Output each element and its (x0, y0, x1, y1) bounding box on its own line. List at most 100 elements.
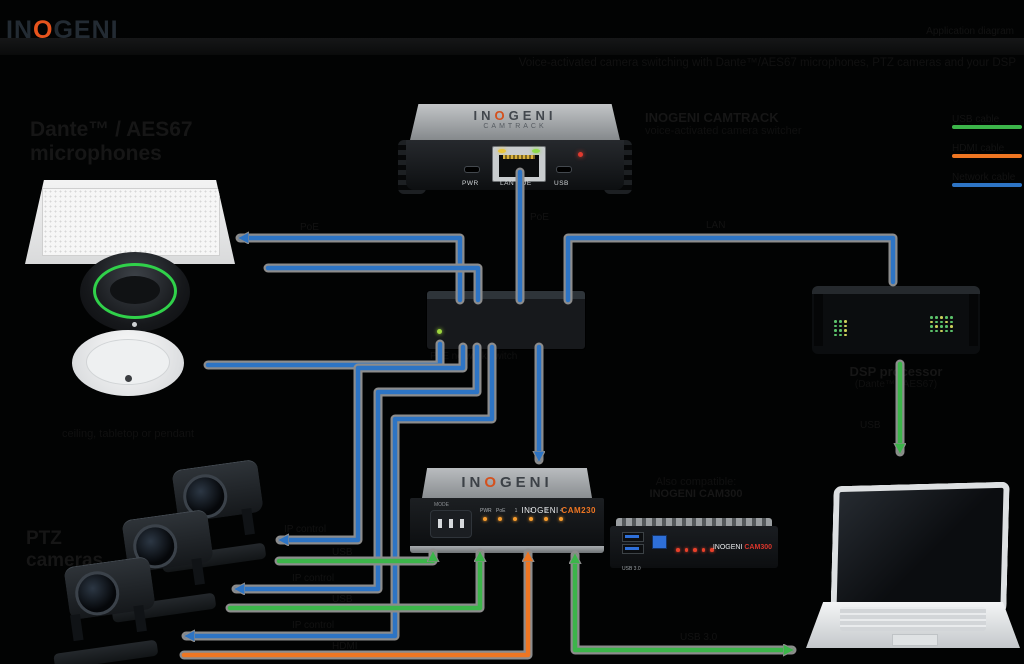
cam300-led-row (676, 548, 714, 552)
cable-label-hdmi1: HDMI (332, 641, 358, 652)
dsp-led-grid-right (930, 316, 953, 332)
camtrack-pwr-port (464, 166, 480, 173)
cam230-led-2-label: 2 (529, 508, 533, 514)
cam230-emb-in: IN (461, 474, 485, 491)
cam300-front-brand: INOGENI (712, 544, 743, 551)
cable-label-ip3: IP control (292, 620, 335, 631)
tabletop-microphone (80, 252, 190, 332)
rj45-green-led (532, 149, 540, 153)
camtrack-model-text: CAMTRACK (483, 123, 547, 130)
cam230-led-1-label: 1 (514, 508, 518, 514)
camtrack-pwr-label: PWR (462, 180, 479, 187)
mic-led-ring (93, 263, 177, 319)
camtrack-brand-o: O (494, 108, 509, 123)
microphones-heading: Dante™ / AES67 microphones (30, 118, 193, 166)
cable-label-usb1: USB (332, 547, 353, 558)
cam230-mode-label: MODE (434, 502, 449, 508)
legend-hdmi-line (952, 154, 1022, 158)
cam230-front-model: CAM230 (561, 506, 596, 515)
legend-usb-label: USB cable (952, 114, 1000, 125)
poe-network-switch (426, 290, 586, 350)
logo-geni: GENI (53, 16, 119, 44)
camtrack-callout-title: INOGENI CAMTRACK (645, 110, 779, 125)
cam300-note: Also compatible: INOGENI CAM300 (618, 476, 774, 500)
ceiling-microphone (72, 330, 184, 396)
camtrack-status-led (578, 152, 583, 157)
cam230-dip-switches (430, 510, 472, 538)
dsp-right-ear (969, 294, 978, 346)
cam300-front-name: INOGENI CAM300 (713, 544, 772, 551)
camtrack-brand-in: IN (473, 108, 495, 123)
camtrack-callout-sub: voice-activated camera switcher (645, 125, 802, 137)
ceiling-speaker (25, 180, 235, 264)
dsp-led-grid-left (834, 320, 847, 336)
cam230-led-poe-label: PoE (496, 508, 506, 514)
cable-tablemic-switch (263, 263, 483, 305)
inogeni-logo: INOGENI (6, 16, 119, 45)
cable-label-lan-dsp: LAN (706, 220, 726, 231)
cable-switch-dsp (563, 233, 898, 305)
rj45-pins (503, 155, 535, 159)
header-subtitle: Voice-activated camera switching with Da… (518, 57, 1016, 69)
cam230-led-poe (497, 517, 502, 521)
camtrack-callout: INOGENI CAMTRACK voice-activated camera … (645, 110, 802, 137)
laptop-trackpad (892, 634, 938, 646)
speaker-perforation (41, 188, 221, 256)
microphones-heading-line1: Dante™ / AES67 (30, 118, 193, 141)
mic-center (110, 276, 160, 304)
cam230-emb-geni: GENI (499, 474, 553, 491)
mic-logo-dot (132, 322, 137, 327)
cam230-front-brand: INOGENI (521, 506, 559, 515)
cam230-emb-o: O (484, 474, 500, 491)
cable-switch-camera1 (275, 342, 468, 545)
cam230-base-lip (410, 546, 604, 553)
cam230-led-4-label: 4 (560, 508, 563, 514)
camtrack-usb-port (556, 166, 572, 173)
switch-power-led (437, 329, 442, 334)
cam300-usb-port-1 (622, 532, 644, 542)
cable-ceilmic-switch (203, 339, 445, 370)
cam230-top-face: INOGENI (422, 468, 592, 498)
cam230-led-in4 (559, 517, 564, 521)
camtrack-brand-geni: GENI (508, 108, 557, 123)
cam230-led-in1 (513, 517, 518, 521)
cable-label-usb-dsp: USB (860, 420, 881, 431)
rj45-yellow-led (498, 149, 506, 153)
cable-label-usb2: USB (332, 594, 353, 605)
dsp-device (812, 280, 980, 364)
cable-label-poe-camtrack: PoE (530, 212, 549, 223)
microphones-caption: ceiling, tabletop or pendant (62, 428, 195, 440)
camtrack-usb-label: USB (554, 180, 569, 187)
camtrack-top-face: INOGENI CAMTRACK (410, 104, 620, 140)
microphones-heading-line2: microphones (30, 142, 162, 166)
logo-o: O (33, 16, 54, 44)
dsp-left-ear (814, 294, 823, 346)
cam230-front-panel: MODE PWR PoE 1 2 3 4 (410, 498, 604, 546)
cam300-usb-b-port (652, 535, 667, 549)
laptop (806, 478, 1020, 660)
cam230-led-3-label: 3 (544, 508, 548, 514)
legend-network-label: Network cable (952, 172, 1016, 183)
cam300-front-model: CAM300 (744, 544, 772, 551)
laptop-keyboard (840, 607, 986, 631)
cam230-device: INOGENI MODE PWR PoE 1 2 3 4 (406, 468, 608, 560)
cam230-embossed-brand: INOGENI (422, 474, 592, 491)
cable-label-ip2: IP control (292, 573, 335, 584)
laptop-base (806, 602, 1020, 648)
cam230-led-pwr (482, 517, 487, 521)
camtrack-brand-text: INOGENI (410, 108, 620, 123)
cable-label-usb-out: USB 3.0 (680, 632, 718, 643)
cam230-led-pwr-label: PWR (480, 508, 492, 514)
cam230-led-in3 (543, 517, 548, 521)
cam230-led-cluster: PWR PoE 1 2 3 4 (480, 508, 566, 521)
legend-hdmi-label: HDMI cable (952, 143, 1005, 154)
cam300-note-line1: Also compatible: (655, 476, 737, 488)
cam300-vents (616, 518, 772, 526)
ceiling-mic-dot (125, 375, 132, 382)
cable-label-poe-mic: PoE (300, 222, 319, 233)
cam230-led-in2 (528, 517, 533, 521)
legend-network-line (952, 183, 1022, 187)
legend-usb-line (952, 125, 1022, 129)
